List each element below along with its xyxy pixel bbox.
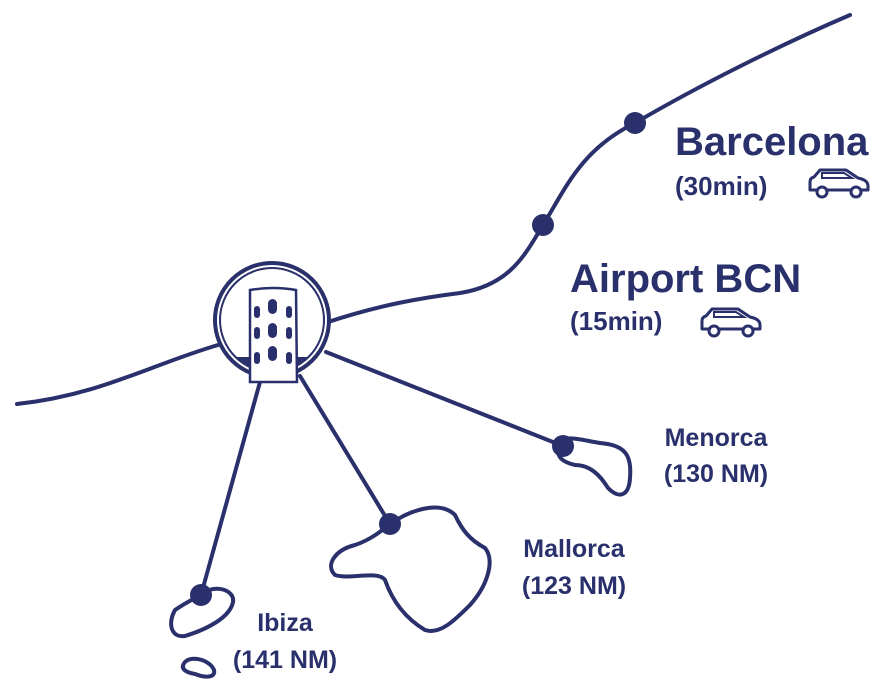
- ibiza-distance: (141 NM): [233, 646, 337, 674]
- barcelona-label: Barcelona: [675, 120, 869, 164]
- coast-route: [326, 13, 852, 324]
- menorca-label: Menorca: [665, 424, 769, 452]
- airport-label: Airport BCN: [570, 257, 801, 301]
- ibiza-label: Ibiza: [257, 609, 314, 637]
- ibiza-marker: [190, 584, 212, 606]
- airport-marker: [532, 214, 554, 236]
- formentera-island: [180, 656, 217, 679]
- route-menorca: [324, 350, 565, 448]
- barcelona-marker: [624, 112, 646, 134]
- barcelona-time: (30min): [675, 171, 767, 201]
- coastline: [15, 343, 220, 406]
- tower-icon: [213, 261, 331, 384]
- menorca-distance: (130 NM): [664, 460, 768, 488]
- mallorca-distance: (123 NM): [522, 572, 626, 600]
- car-icon: [808, 168, 870, 199]
- menorca-island: [555, 436, 633, 497]
- mallorca-label: Mallorca: [523, 535, 626, 563]
- mallorca-marker: [379, 513, 401, 535]
- ibiza-island: [169, 586, 236, 639]
- menorca-marker: [552, 435, 574, 457]
- mallorca-island: [329, 505, 492, 633]
- car-icon: [700, 307, 762, 338]
- route-mallorca: [298, 374, 392, 526]
- airport-time: (15min): [570, 306, 662, 336]
- route-ibiza: [199, 380, 262, 597]
